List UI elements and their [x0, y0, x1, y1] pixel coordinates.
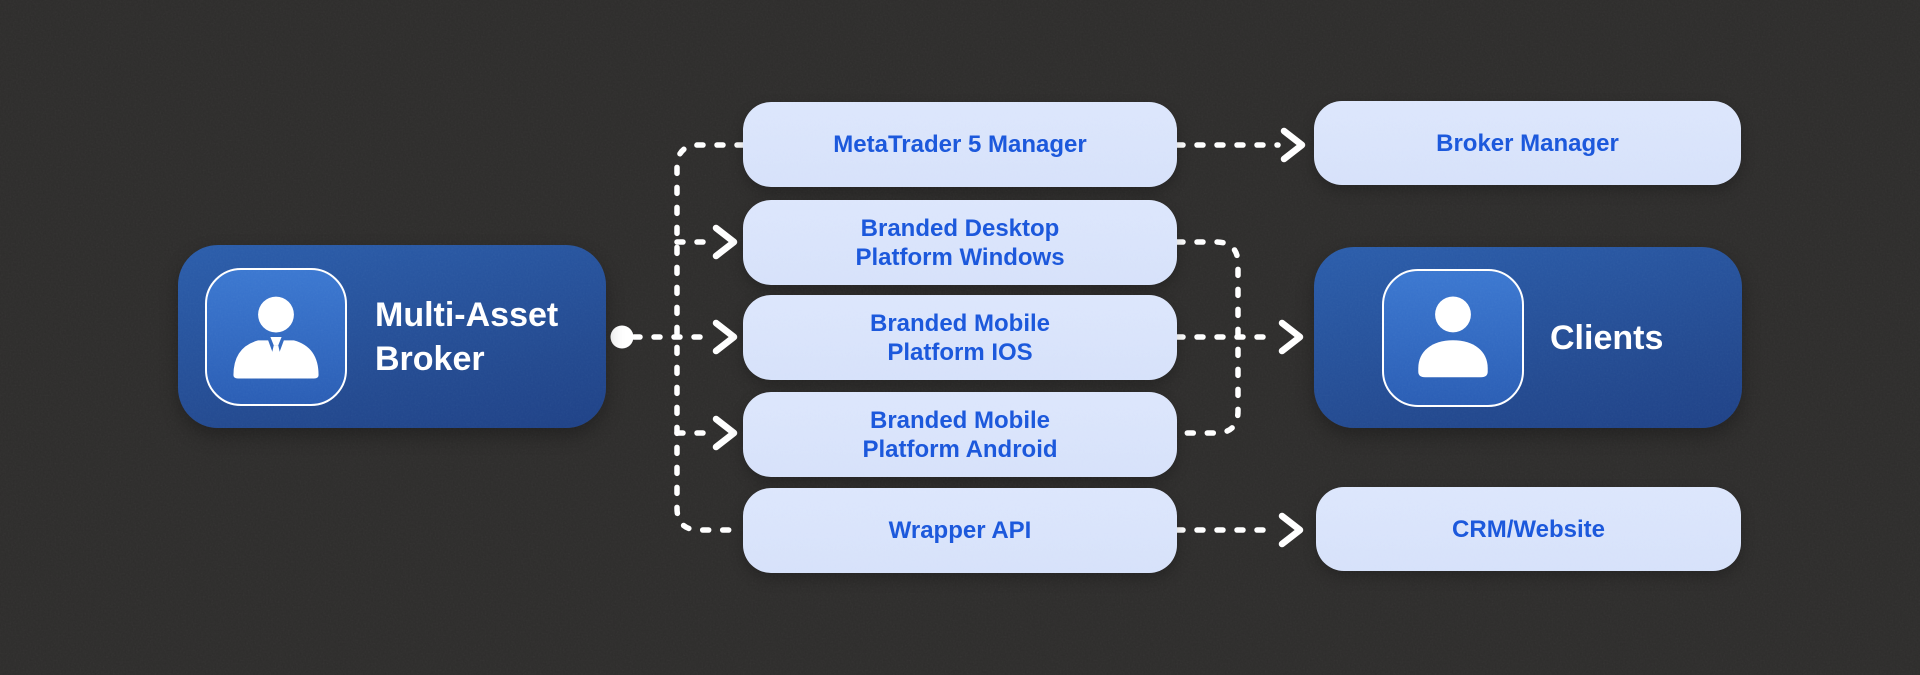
arrowhead-icon: [1280, 127, 1306, 163]
arrowhead-icon: [712, 319, 738, 355]
person-tie-icon: [233, 296, 319, 378]
node-label: CRM/Website: [1452, 515, 1605, 543]
node-label-line: Platform Android: [862, 435, 1058, 463]
node-label: Broker Manager: [1436, 129, 1619, 157]
node-multi-asset-broker: Multi-Asset Broker: [178, 245, 606, 428]
arrowhead-icon: [712, 224, 738, 260]
node-label-line: Clients: [1550, 318, 1664, 357]
node-label-line: Platform IOS: [887, 338, 1033, 366]
node-branded-desktop-windows: Branded Desktop Platform Windows: [743, 200, 1177, 285]
node-branded-mobile-android: Branded Mobile Platform Android: [743, 392, 1177, 477]
broker-icon-tile: [205, 267, 347, 406]
node-clients: Clients: [1314, 247, 1742, 428]
node-label: MetaTrader 5 Manager: [833, 131, 1087, 158]
arrowhead-icon: [712, 415, 738, 451]
person-icon: [1418, 296, 1488, 377]
node-label-line: Branded Mobile: [869, 309, 1050, 337]
arrowhead-icon: [1278, 512, 1304, 548]
node-label: Multi-Asset Broker: [375, 293, 558, 381]
node-crm-website: CRM/Website: [1316, 487, 1741, 571]
node-metatrader-5-manager: MetaTrader 5 Manager: [743, 102, 1177, 187]
node-label: Wrapper API: [888, 517, 1032, 544]
clients-icon-tile: [1382, 268, 1524, 407]
node-label-line: Broker: [375, 339, 485, 378]
branch-origin-dot: [610, 325, 634, 349]
node-label-line: Branded Mobile: [869, 406, 1050, 434]
node-broker-manager: Broker Manager: [1314, 101, 1741, 185]
node-label-line: Platform Windows: [855, 243, 1065, 271]
node-label-line: Branded Desktop: [860, 214, 1060, 242]
node-label: Clients: [1550, 316, 1663, 360]
node-label-line: Multi-Asset: [375, 295, 559, 334]
node-wrapper-api: Wrapper API: [743, 488, 1177, 573]
node-branded-mobile-ios: Branded Mobile Platform IOS: [743, 295, 1177, 380]
arrowhead-icon: [1278, 319, 1304, 355]
connector-merge-desktop-android: [1174, 239, 1241, 436]
